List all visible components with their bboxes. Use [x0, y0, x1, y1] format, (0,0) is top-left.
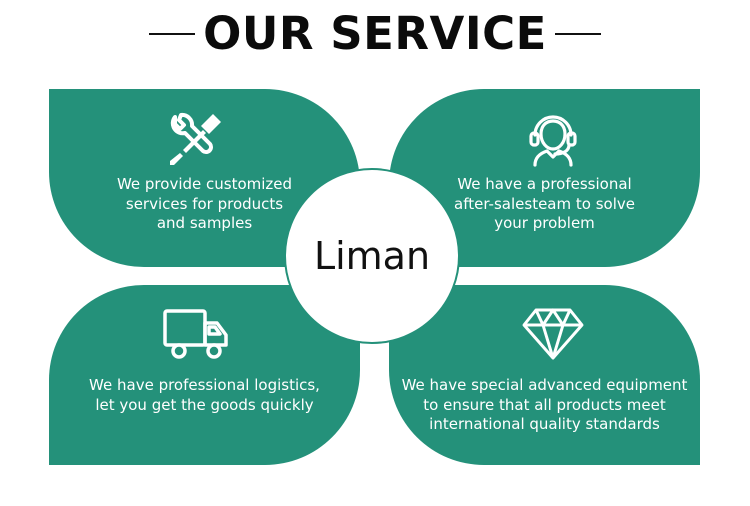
card-line: after-salesteam to solve	[454, 194, 635, 213]
diamond-icon	[522, 307, 584, 365]
card-line: We have special advanced equipment	[401, 376, 688, 394]
title-line-left	[149, 33, 196, 35]
card-text: We provide customized services for produ…	[49, 175, 360, 234]
card-line: services for products	[125, 194, 284, 213]
brand-circle: Liman	[284, 168, 460, 344]
title-line-right	[554, 33, 601, 35]
page-title: OUR SERVICE	[203, 7, 547, 60]
card-line: We have a professional	[457, 175, 632, 193]
card-line: your problem	[494, 214, 595, 232]
card-line: We have professional logistics,	[89, 376, 320, 394]
headset-support-icon	[525, 109, 581, 171]
card-text: We have professional logistics, let you …	[49, 376, 360, 415]
card-line: to ensure that all products meet	[423, 395, 666, 414]
service-card-equipment: We have special advanced equipment to en…	[389, 285, 700, 465]
brand-name: Liman	[313, 234, 431, 278]
service-card-customization: We provide customized services for produ…	[49, 89, 360, 267]
delivery-truck-icon	[162, 307, 230, 365]
card-line: We provide customized	[116, 175, 293, 193]
card-text: We have a professional after-salesteam t…	[389, 175, 700, 234]
card-line: international quality standards	[429, 415, 660, 433]
card-line: and samples	[156, 214, 253, 232]
card-line: let you get the goods quickly	[95, 395, 314, 414]
card-text: We have special advanced equipment to en…	[389, 376, 700, 435]
wrench-screwdriver-icon	[167, 111, 225, 171]
page-header: OUR SERVICE	[0, 6, 750, 62]
